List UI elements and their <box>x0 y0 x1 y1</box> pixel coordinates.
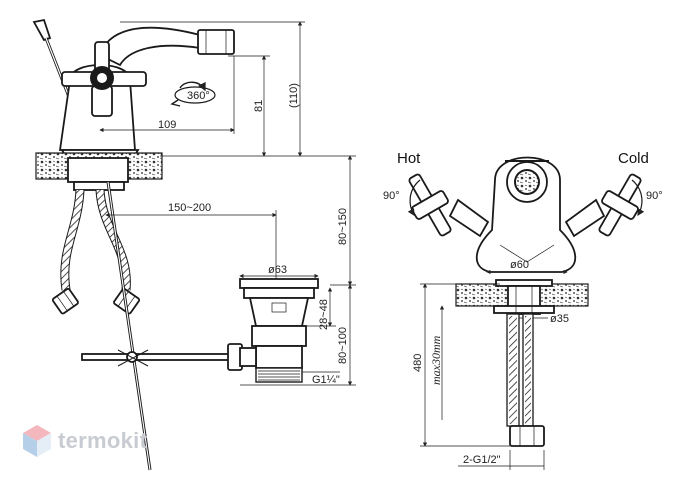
cold-handle <box>564 173 642 238</box>
angle-right: 90° <box>646 190 663 202</box>
rotation-symbol: 360° <box>170 81 216 107</box>
dim-deck-1: 80~150 <box>337 208 349 245</box>
hot-handle <box>408 173 490 238</box>
dim-max: max30mm <box>429 335 443 385</box>
aerator <box>197 29 235 55</box>
dim-drain-diameter: ø63 <box>268 264 287 276</box>
termokit-logo-icon <box>23 425 51 457</box>
hot-label: Hot <box>397 150 421 167</box>
dim-deck-2: 80~100 <box>337 327 349 364</box>
dim-hose-length: 480 <box>412 354 424 372</box>
side-view: 360° 109 <box>32 18 356 471</box>
dim-drain-height: 28~48 <box>318 299 330 330</box>
popup-lever <box>32 18 52 42</box>
dim-hole: ø35 <box>550 313 569 325</box>
cold-label: Cold <box>618 150 649 167</box>
dim-connection: 2-G1/2" <box>463 454 501 466</box>
cross-handle <box>61 41 147 117</box>
dim-total-height: (110) <box>288 83 300 108</box>
rotation-label: 360° <box>187 90 210 102</box>
dim-reach: 109 <box>158 119 176 131</box>
termokit-watermark: termokit <box>22 424 147 458</box>
dim-distance: 150~200 <box>168 202 211 214</box>
dim-front-base: ø60 <box>510 259 529 271</box>
drain-thread <box>255 367 303 383</box>
drain-assembly: ø63 28~48 G1¼" <box>227 264 340 386</box>
front-body <box>475 156 577 273</box>
dim-spout-height: 81 <box>253 100 265 112</box>
dim-drain-thread: G1¼" <box>312 374 340 386</box>
front-view: Hot Cold 90° 90° <box>383 150 663 470</box>
spout <box>98 26 201 67</box>
termokit-text: termokit <box>58 428 148 453</box>
angle-left: 90° <box>383 190 400 202</box>
